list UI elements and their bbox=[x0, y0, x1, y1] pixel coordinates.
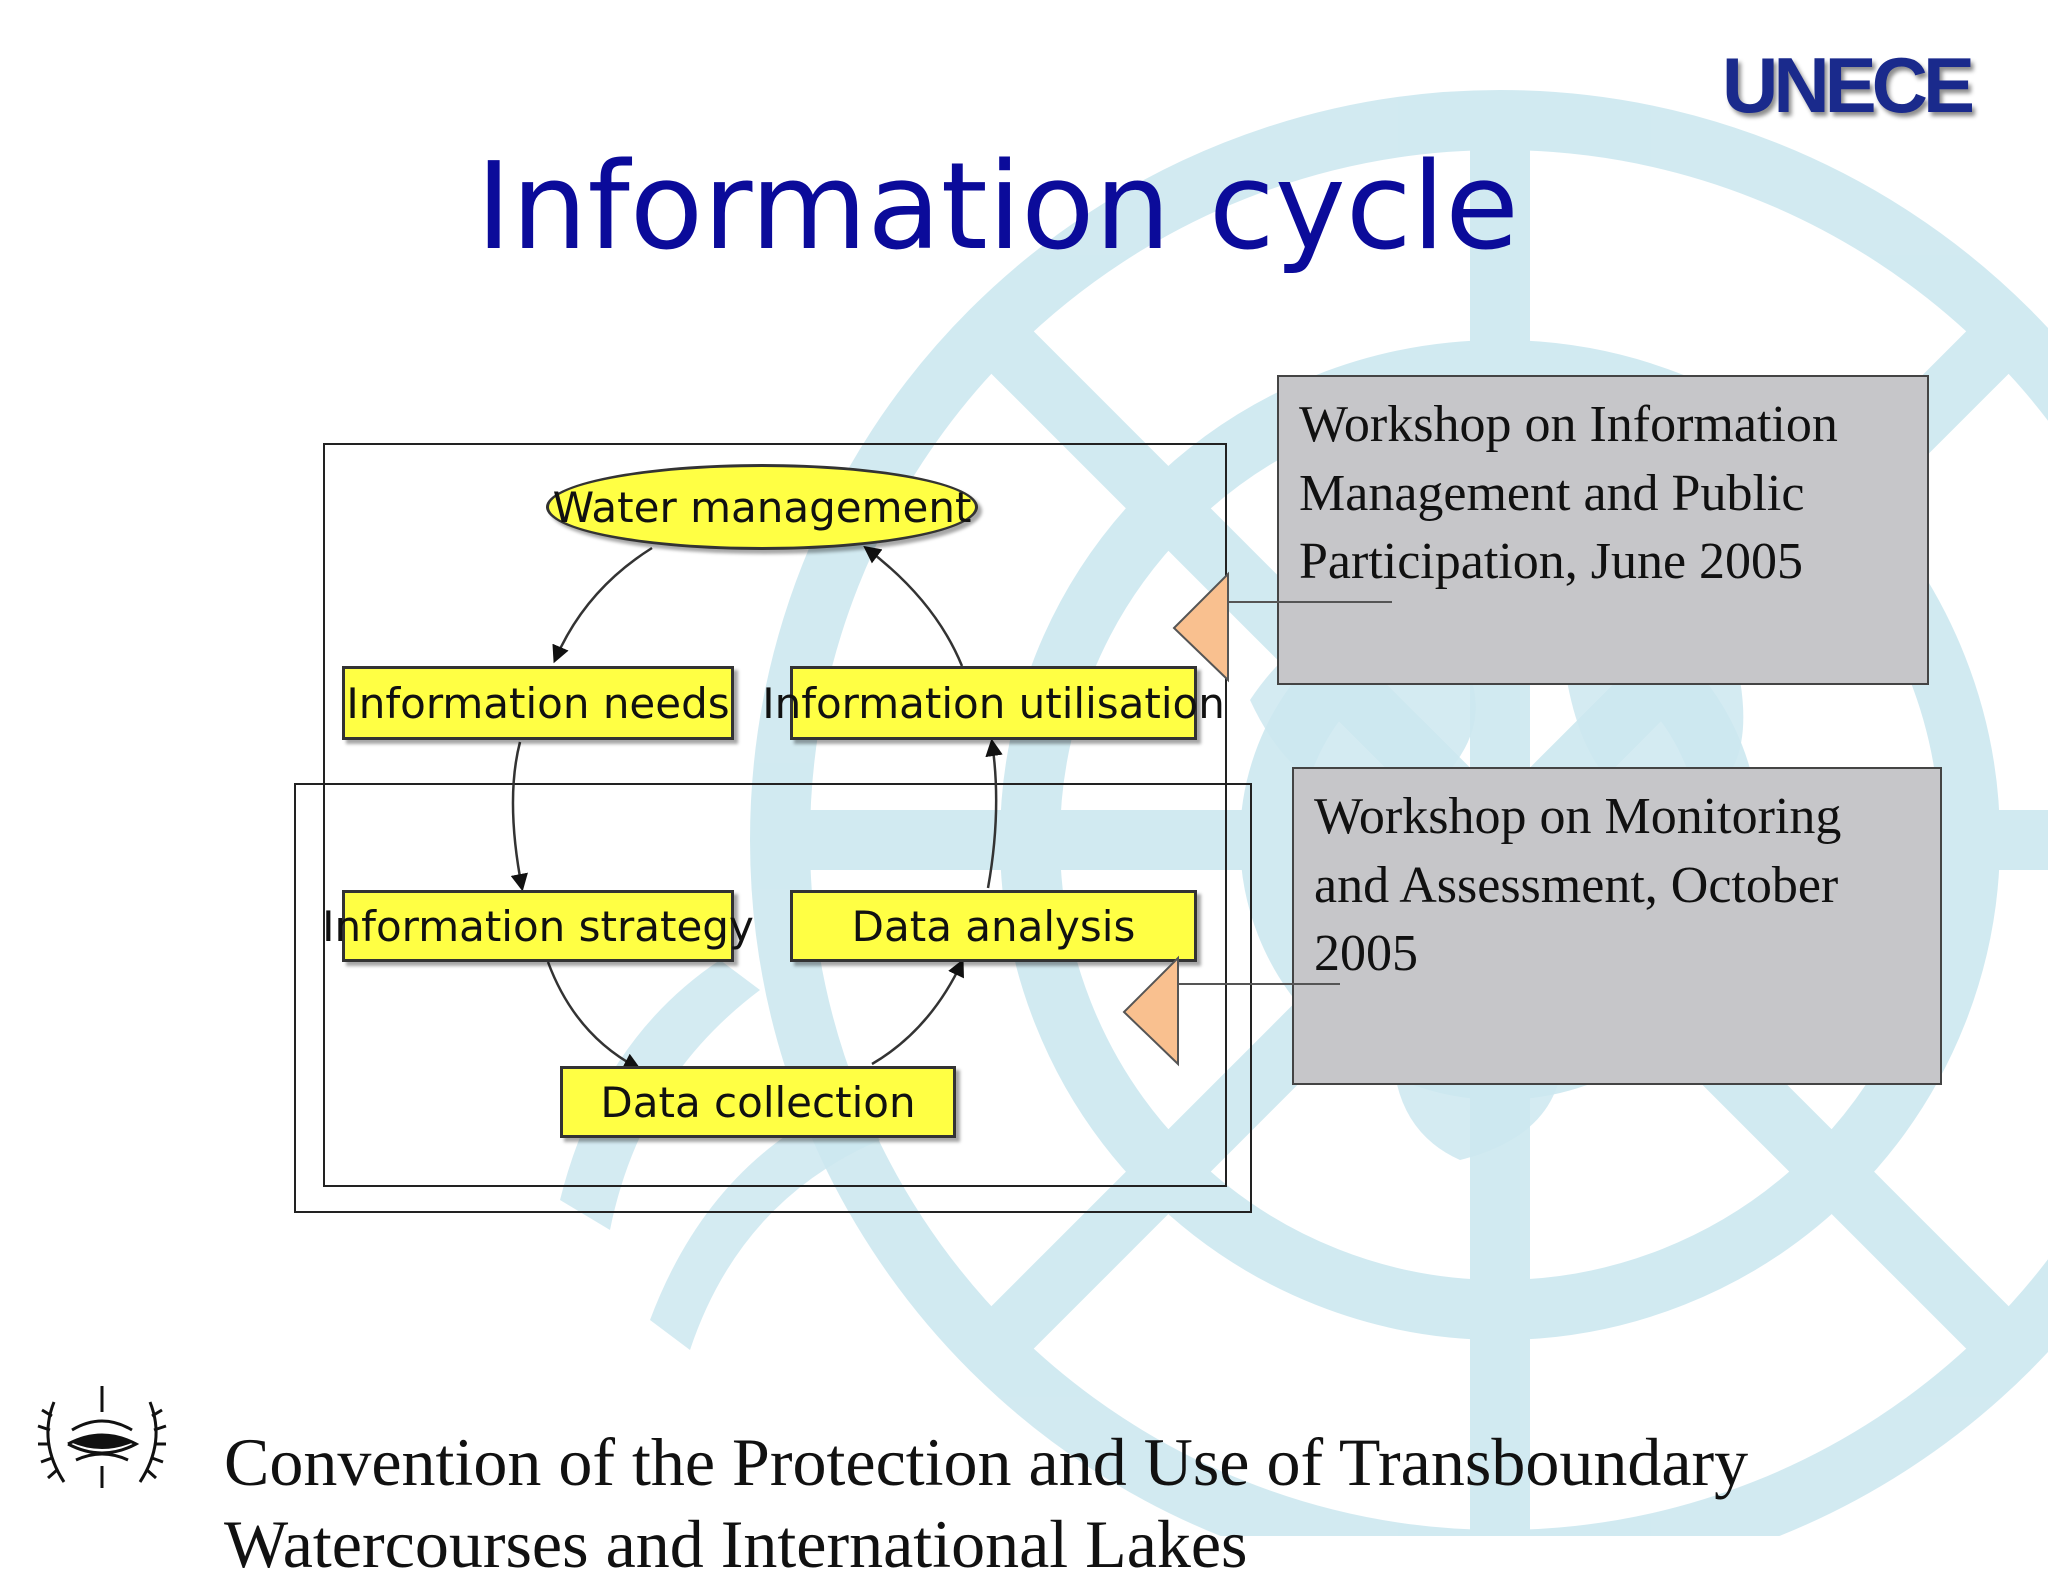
callout-workshop-monitoring-assessment: Workshop on Monitoring and Assessment, O… bbox=[1292, 767, 1942, 1085]
pointer-arrow-1-shape bbox=[1172, 571, 1392, 683]
arrow-analysis-to-utilisation bbox=[985, 738, 1003, 889]
callout-workshop-information-management: Workshop on Information Management and P… bbox=[1277, 375, 1929, 685]
arrow-collection-to-analysis bbox=[871, 958, 964, 1066]
footer-convention-title: Convention of the Protection and Use of … bbox=[224, 1424, 1749, 1582]
unece-logo: UNECE bbox=[1722, 41, 1975, 129]
pointer-arrow-2-shape bbox=[1122, 955, 1340, 1067]
pointer-arrows bbox=[1122, 571, 1392, 1067]
node-information-strategy: Information strategy bbox=[322, 890, 754, 962]
diagram-frame-lower bbox=[294, 783, 1252, 1213]
diagram-frame-outer bbox=[323, 443, 1227, 1187]
node-data-analysis: Data analysis bbox=[790, 890, 1197, 962]
arrow-utilisation-to-water bbox=[863, 545, 964, 667]
node-water-management: Water management bbox=[546, 464, 978, 550]
node-information-utilisation: Information utilisation bbox=[762, 666, 1225, 740]
cycle-arrows bbox=[510, 545, 1003, 1070]
convention-emblem-icon bbox=[37, 1386, 167, 1488]
node-information-needs: Information needs bbox=[342, 666, 734, 740]
slide-title: Information cycle bbox=[476, 138, 1519, 277]
arrow-water-to-needs bbox=[552, 546, 653, 664]
arrow-needs-to-strategy bbox=[510, 741, 528, 892]
node-data-collection: Data collection bbox=[560, 1066, 956, 1138]
arrow-strategy-to-collection bbox=[546, 961, 642, 1070]
